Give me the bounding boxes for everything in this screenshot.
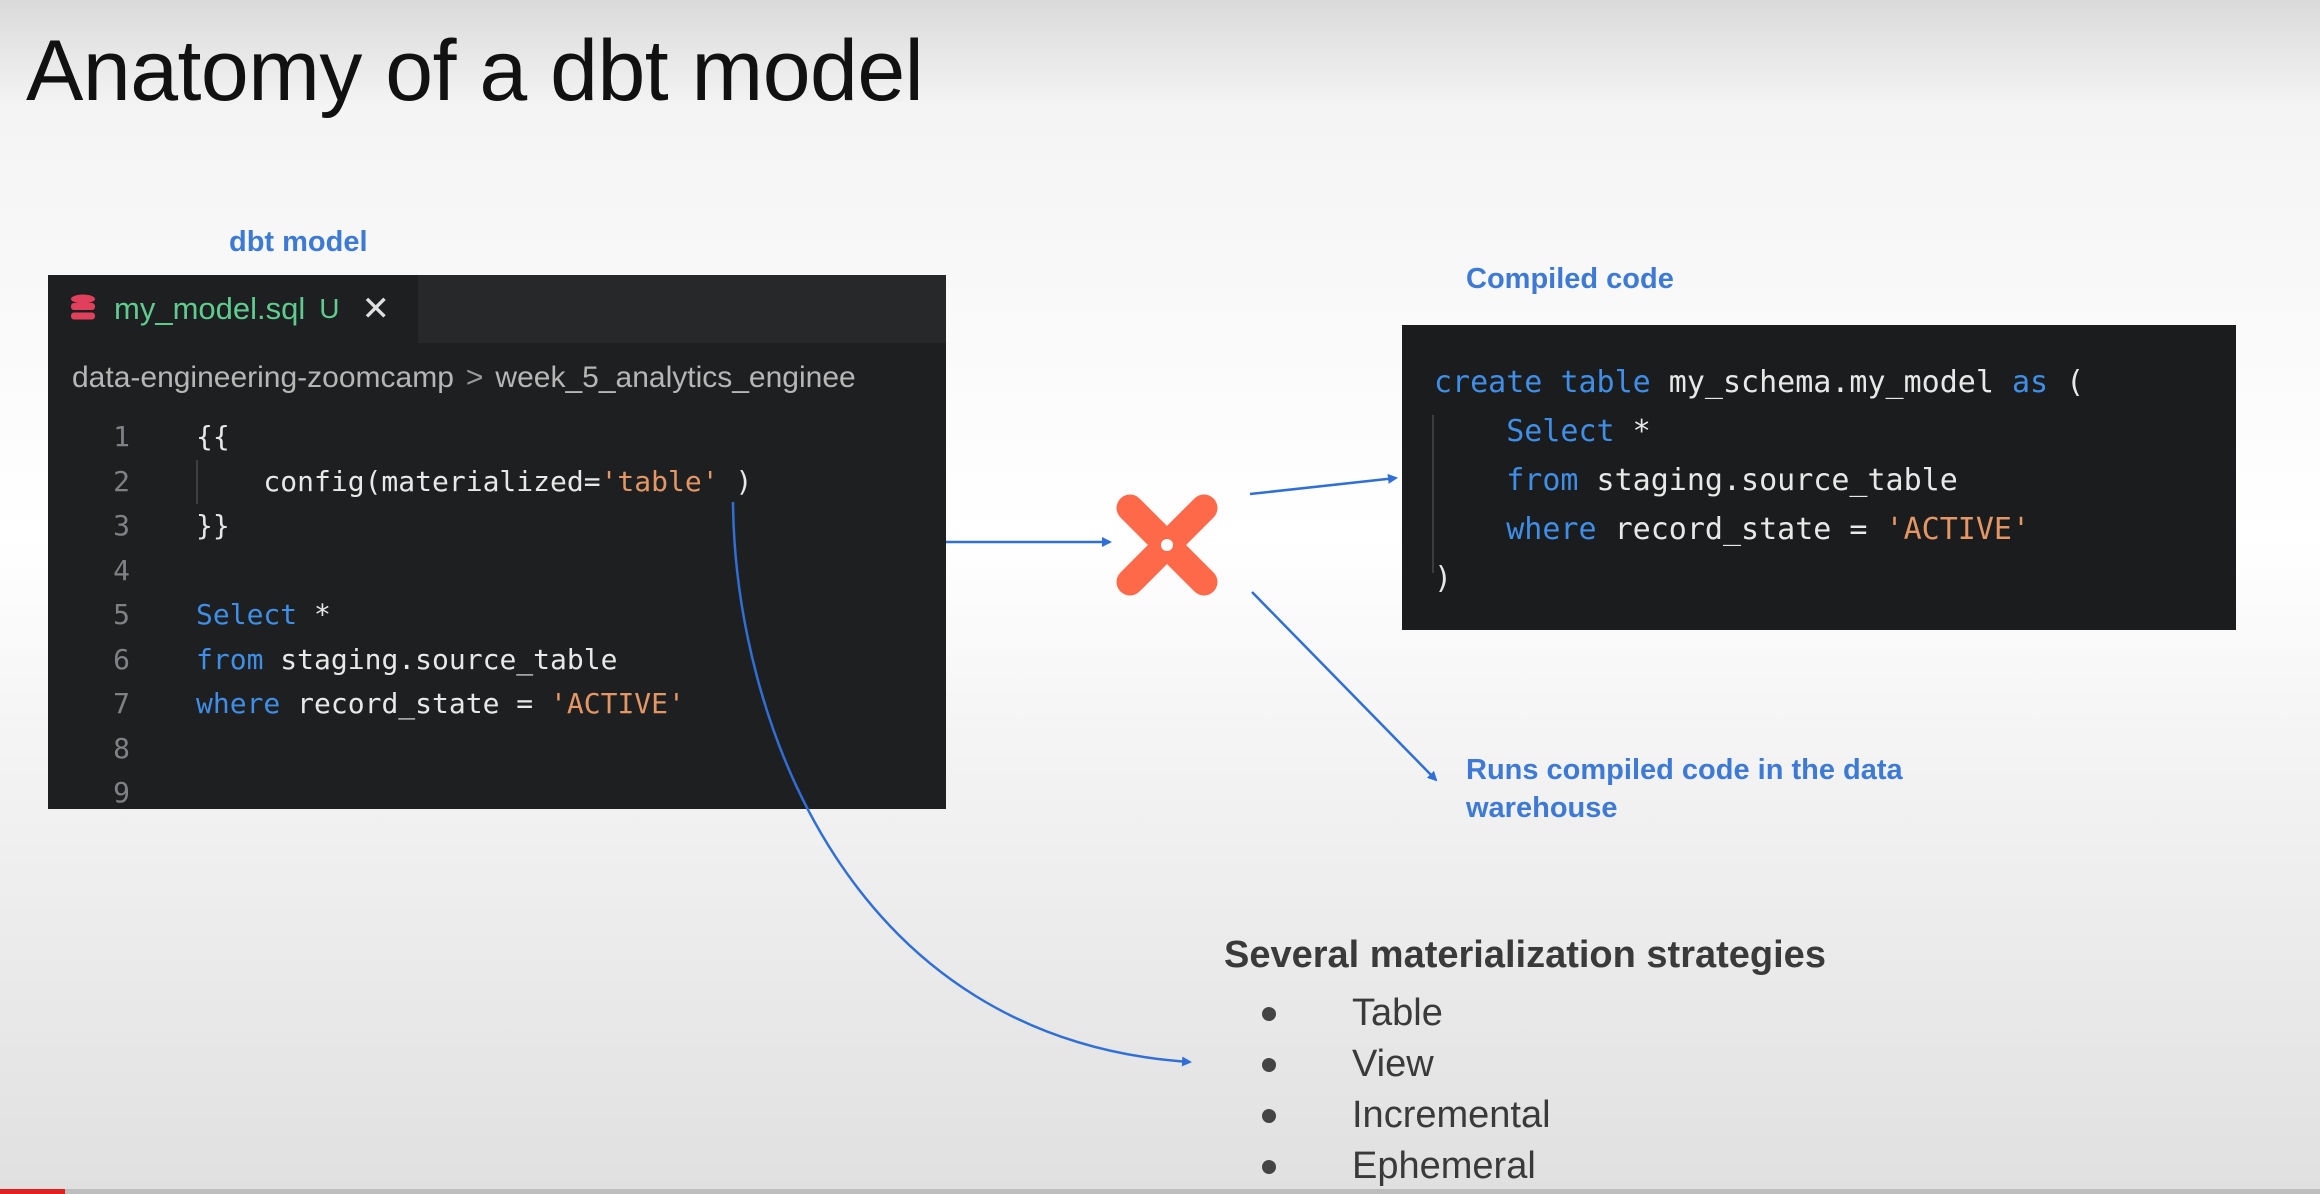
compiled-code-line: create table my_schema.my_model as ( [1434,365,2085,400]
breadcrumb-item-folder[interactable]: week_5_analytics_enginee [495,361,856,394]
code-line: 9 [48,771,946,809]
compiled-code-panel: create table my_schema.my_model as ( Sel… [1402,325,2236,630]
arrow-config-to-materializations [731,501,1192,1067]
code-line: 6 from staging.source_table [48,638,946,683]
bullet-icon [1262,1109,1276,1123]
code-line: 8 [48,727,946,772]
code-line: 7 where record_state = 'ACTIVE' [48,682,946,727]
editor-tab-bar: my_model.sql U ✕ [48,275,946,343]
database-icon [71,294,95,320]
arrow-dbt-to-warehouse [1251,591,1438,782]
indent-guide [1432,415,1434,573]
code-line: 4 [48,549,946,594]
code-text: config(materialized='table' ) [196,464,753,498]
slide-title: Anatomy of a dbt model [26,23,924,119]
breadcrumb-item-repo[interactable]: data-engineering-zoomcamp [72,361,454,394]
bullet-icon [1262,1160,1276,1174]
arrow-dbt-to-compiled [1249,473,1398,496]
line-number: 6 [113,642,130,676]
tab-status-badge: U [319,293,340,324]
line-number: 8 [113,731,130,765]
compiled-code-label: Compiled code [1466,263,1674,295]
line-number: 2 [113,464,130,498]
code-line: 3}} [48,504,946,549]
code-line: 2 config(materialized='table' ) [48,459,946,505]
indent-guide [196,459,198,504]
breadcrumb-separator-icon: > [465,361,484,394]
video-progress-fill [0,1189,65,1194]
video-progress-bar[interactable] [0,1189,2320,1194]
line-number: 9 [113,776,130,809]
code-text: }} [196,509,230,542]
compiled-code-line: where record_state = 'ACTIVE' [1506,512,2031,547]
compiled-code-line: from staging.source_table [1506,463,1958,498]
line-number: 5 [113,598,130,631]
code-text: from staging.source_table [196,642,618,676]
code-line: 1 {{ [48,415,946,460]
code-line: 5 Select * [48,593,946,638]
dbt-model-label: dbt model [229,226,368,258]
code-text: Select * [196,598,331,631]
dbt-logo-icon [1116,494,1218,596]
breadcrumb: data-engineering-zoomcamp > week_5_analyti… [72,361,856,395]
bullet-icon [1262,1058,1276,1072]
line-number: 7 [113,687,130,720]
line-number: 3 [113,509,130,542]
code-text: {{ [196,420,230,453]
bullet-icon [1262,1007,1276,1021]
code-text: where record_state = 'ACTIVE' [196,687,685,720]
code-editor-panel: my_model.sql U ✕ data-engineering-zoomca… [48,275,946,809]
line-number: 1 [113,420,130,453]
editor-tab[interactable]: my_model.sql U ✕ [48,275,418,343]
compiled-code-line: Select * [1506,414,1651,449]
compiled-code-line: ) [1434,561,1453,596]
line-number: 4 [113,553,130,587]
materialization-title: Several materialization strategies [1224,934,1826,976]
tab-filename: my_model.sql [114,291,306,326]
runs-warehouse-label: Runs compiled code in the data warehouse [1466,754,1903,824]
close-icon[interactable]: ✕ [361,289,390,329]
